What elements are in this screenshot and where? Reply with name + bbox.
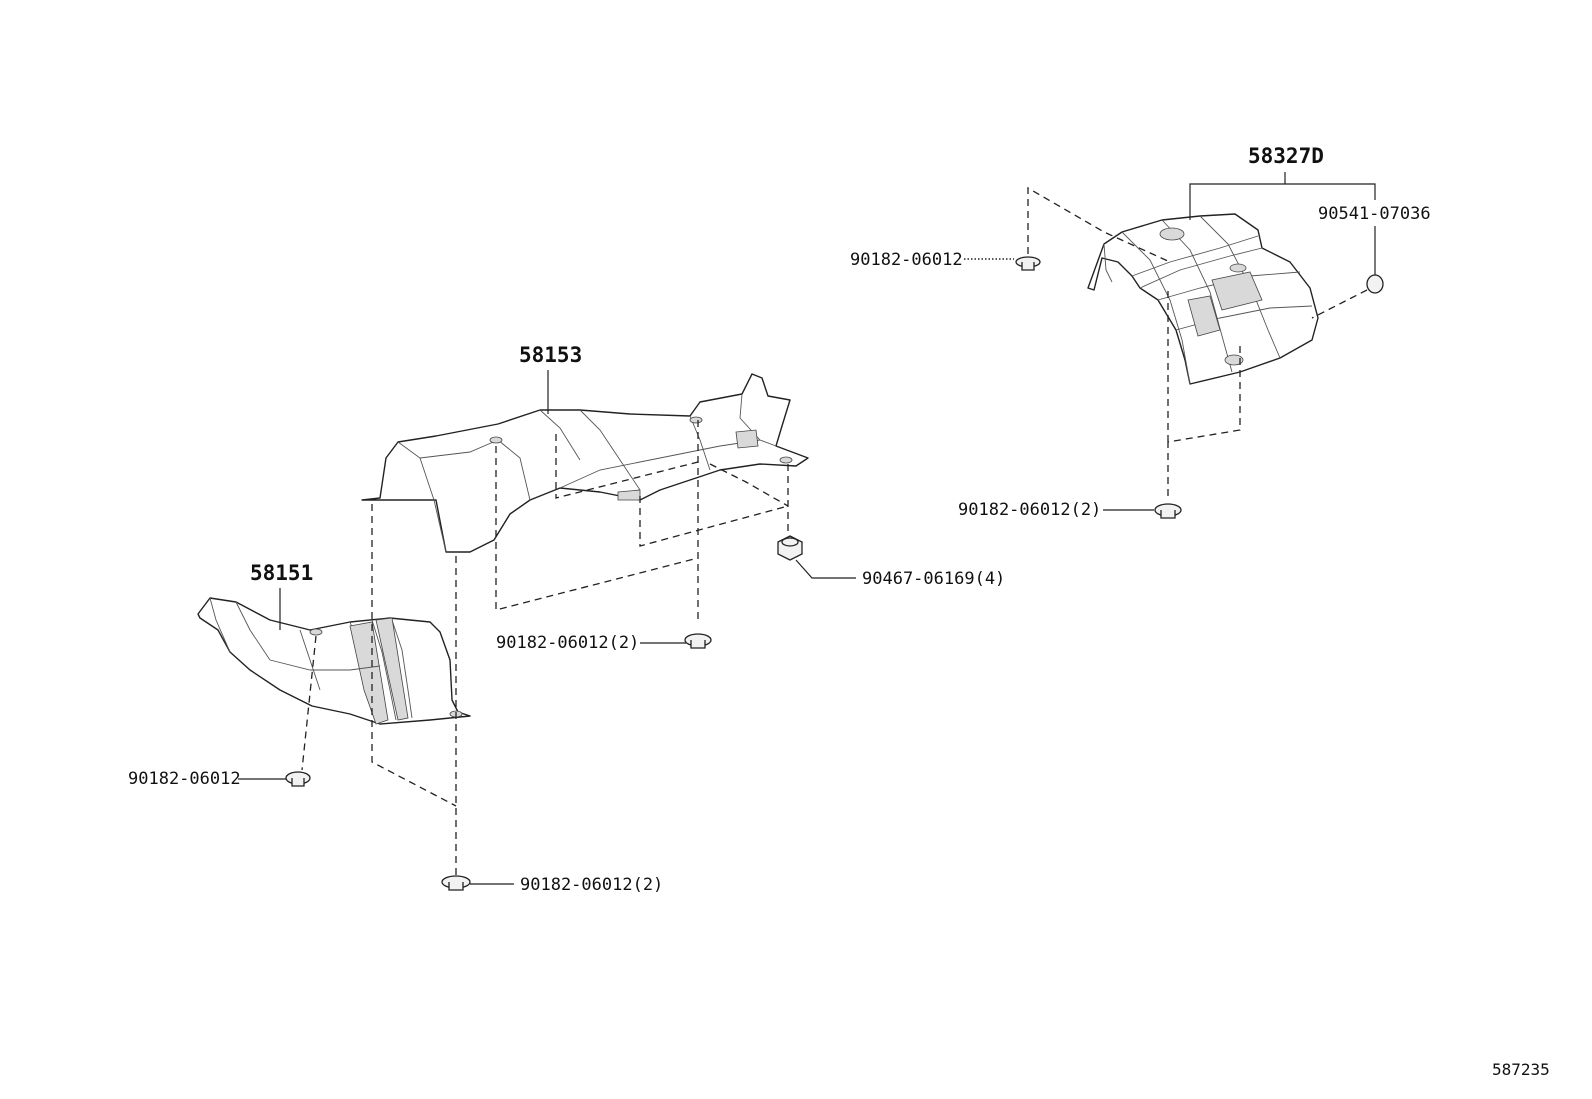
part-label-90182-06012-left: 90182-06012 xyxy=(128,769,241,789)
nut-90182-06012-bottom[interactable] xyxy=(441,875,471,891)
heat-insulator-58153[interactable] xyxy=(361,373,809,553)
part-label-58327d: 58327D xyxy=(1248,144,1324,168)
heat-insulator-58327d[interactable] xyxy=(1087,213,1319,385)
part-label-90182-06012-top: 90182-06012 xyxy=(850,250,963,270)
nut-90182-06012-top[interactable] xyxy=(1015,256,1041,271)
part-label-58151: 58151 xyxy=(250,561,313,585)
part-label-58153: 58153 xyxy=(519,343,582,367)
clip-90541-07036[interactable] xyxy=(1366,274,1384,294)
part-label-90182-06012-bottom: 90182-06012(2) xyxy=(520,875,663,895)
leader-58327d xyxy=(1189,183,1376,220)
part-label-90467-06169: 90467-06169(4) xyxy=(862,569,1005,589)
dashed-line xyxy=(1167,344,1241,496)
dashed-line xyxy=(371,504,457,807)
nut-90467-06169[interactable] xyxy=(777,535,803,561)
dashed-line xyxy=(709,463,789,507)
dashed-line xyxy=(555,434,699,499)
part-label-90182-06012-mid: 90182-06012(2) xyxy=(496,633,639,653)
dashed-line xyxy=(1311,289,1368,319)
heat-insulator-58151[interactable] xyxy=(197,597,471,725)
figure-id: 587235 xyxy=(1492,1060,1550,1079)
nut-90182-06012-mid[interactable] xyxy=(684,633,712,649)
part-label-90182-06012-right: 90182-06012(2) xyxy=(958,500,1101,520)
dashed-line xyxy=(301,635,317,771)
part-label-90541-07036: 90541-07036 xyxy=(1318,204,1431,224)
nut-90182-06012-left[interactable] xyxy=(285,771,311,787)
nut-90182-06012-right[interactable] xyxy=(1154,503,1182,519)
dashed-line xyxy=(639,496,789,547)
dashed-line xyxy=(495,446,699,611)
leader-90467-06169 xyxy=(795,559,856,579)
dashed-line xyxy=(1027,186,1171,263)
